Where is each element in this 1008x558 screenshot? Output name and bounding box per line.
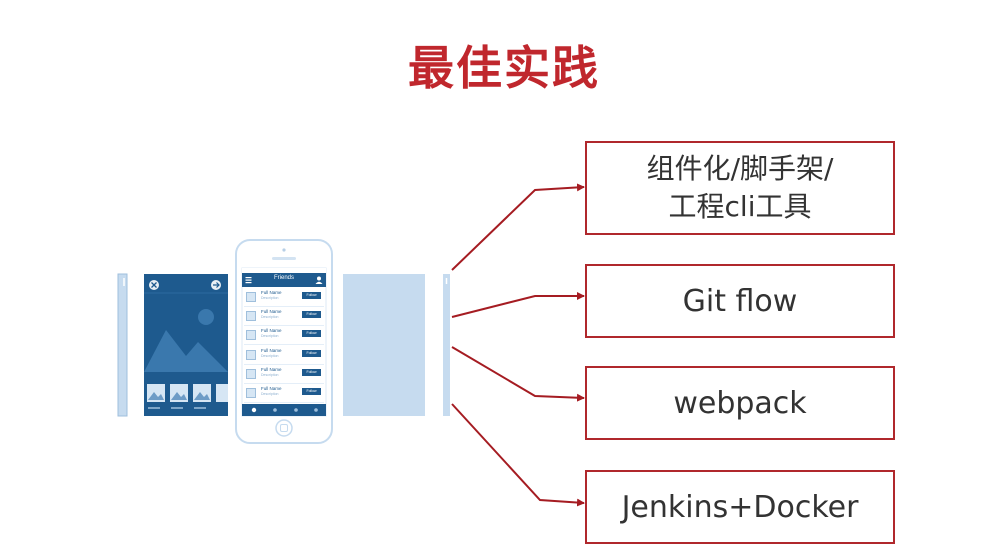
screen-sliver-left — [118, 274, 127, 416]
phone-header-title: Friends — [273, 275, 294, 281]
row-divider — [244, 344, 324, 346]
friend-name: Full Name — [261, 386, 282, 391]
row-divider — [244, 402, 324, 403]
screen-blank — [343, 274, 425, 416]
arrow-to-box-1 — [451, 183, 585, 271]
practice-box-components-line-1: 组件化/脚手架/ — [646, 152, 834, 185]
friend-subtitle: Description — [261, 334, 279, 339]
follow-button[interactable]: Follow — [302, 292, 321, 299]
follow-button[interactable]: Follow — [302, 330, 321, 338]
avatar — [246, 292, 256, 302]
avatar — [246, 349, 256, 360]
arrow-to-box-3 — [451, 346, 585, 402]
practice-box-jenkins-docker-label: Jenkins+Docker — [621, 489, 859, 525]
practice-box-components-line-2: 工程cli工具 — [668, 190, 812, 223]
friend-name: Full Name — [261, 366, 282, 372]
follow-button[interactable]: Follow — [302, 368, 321, 376]
screen-sliver-right — [443, 274, 450, 416]
friend-subtitle: Description — [261, 372, 279, 377]
friend-name: Full Name — [261, 309, 282, 315]
follow-button[interactable]: Follow — [302, 349, 321, 357]
practice-box-jenkins-docker: Jenkins+Docker — [585, 470, 895, 544]
row-divider — [244, 363, 324, 365]
gallery-screen — [144, 274, 228, 416]
follow-button[interactable]: Follow — [302, 388, 321, 395]
friend-name: Full Name — [261, 290, 282, 295]
page-title: 最佳实践 — [408, 41, 600, 95]
practice-box-git-flow-label: Git flow — [682, 283, 798, 319]
friend-subtitle: Description — [261, 392, 279, 396]
friend-name: Full Name — [261, 328, 282, 334]
friend-subtitle: Description — [261, 296, 279, 300]
avatar — [246, 368, 256, 379]
practice-box-components: 组件化/脚手架/ 工程cli工具 — [585, 141, 895, 235]
arrow-to-box-4 — [451, 403, 585, 507]
friend-subtitle: Description — [261, 315, 279, 320]
arrow-to-box-2 — [451, 292, 585, 318]
follow-button[interactable]: Follow — [302, 311, 321, 319]
friend-subtitle: Description — [261, 353, 279, 358]
avatar — [246, 330, 256, 341]
practice-box-webpack-label: webpack — [673, 385, 807, 421]
practice-box-webpack: webpack — [585, 366, 895, 440]
row-divider — [244, 306, 324, 307]
avatar — [246, 311, 256, 322]
row-divider — [244, 382, 324, 384]
practice-box-git-flow: Git flow — [585, 264, 895, 338]
avatar — [246, 388, 256, 398]
row-divider — [244, 325, 324, 327]
friend-name: Full Name — [261, 347, 282, 353]
